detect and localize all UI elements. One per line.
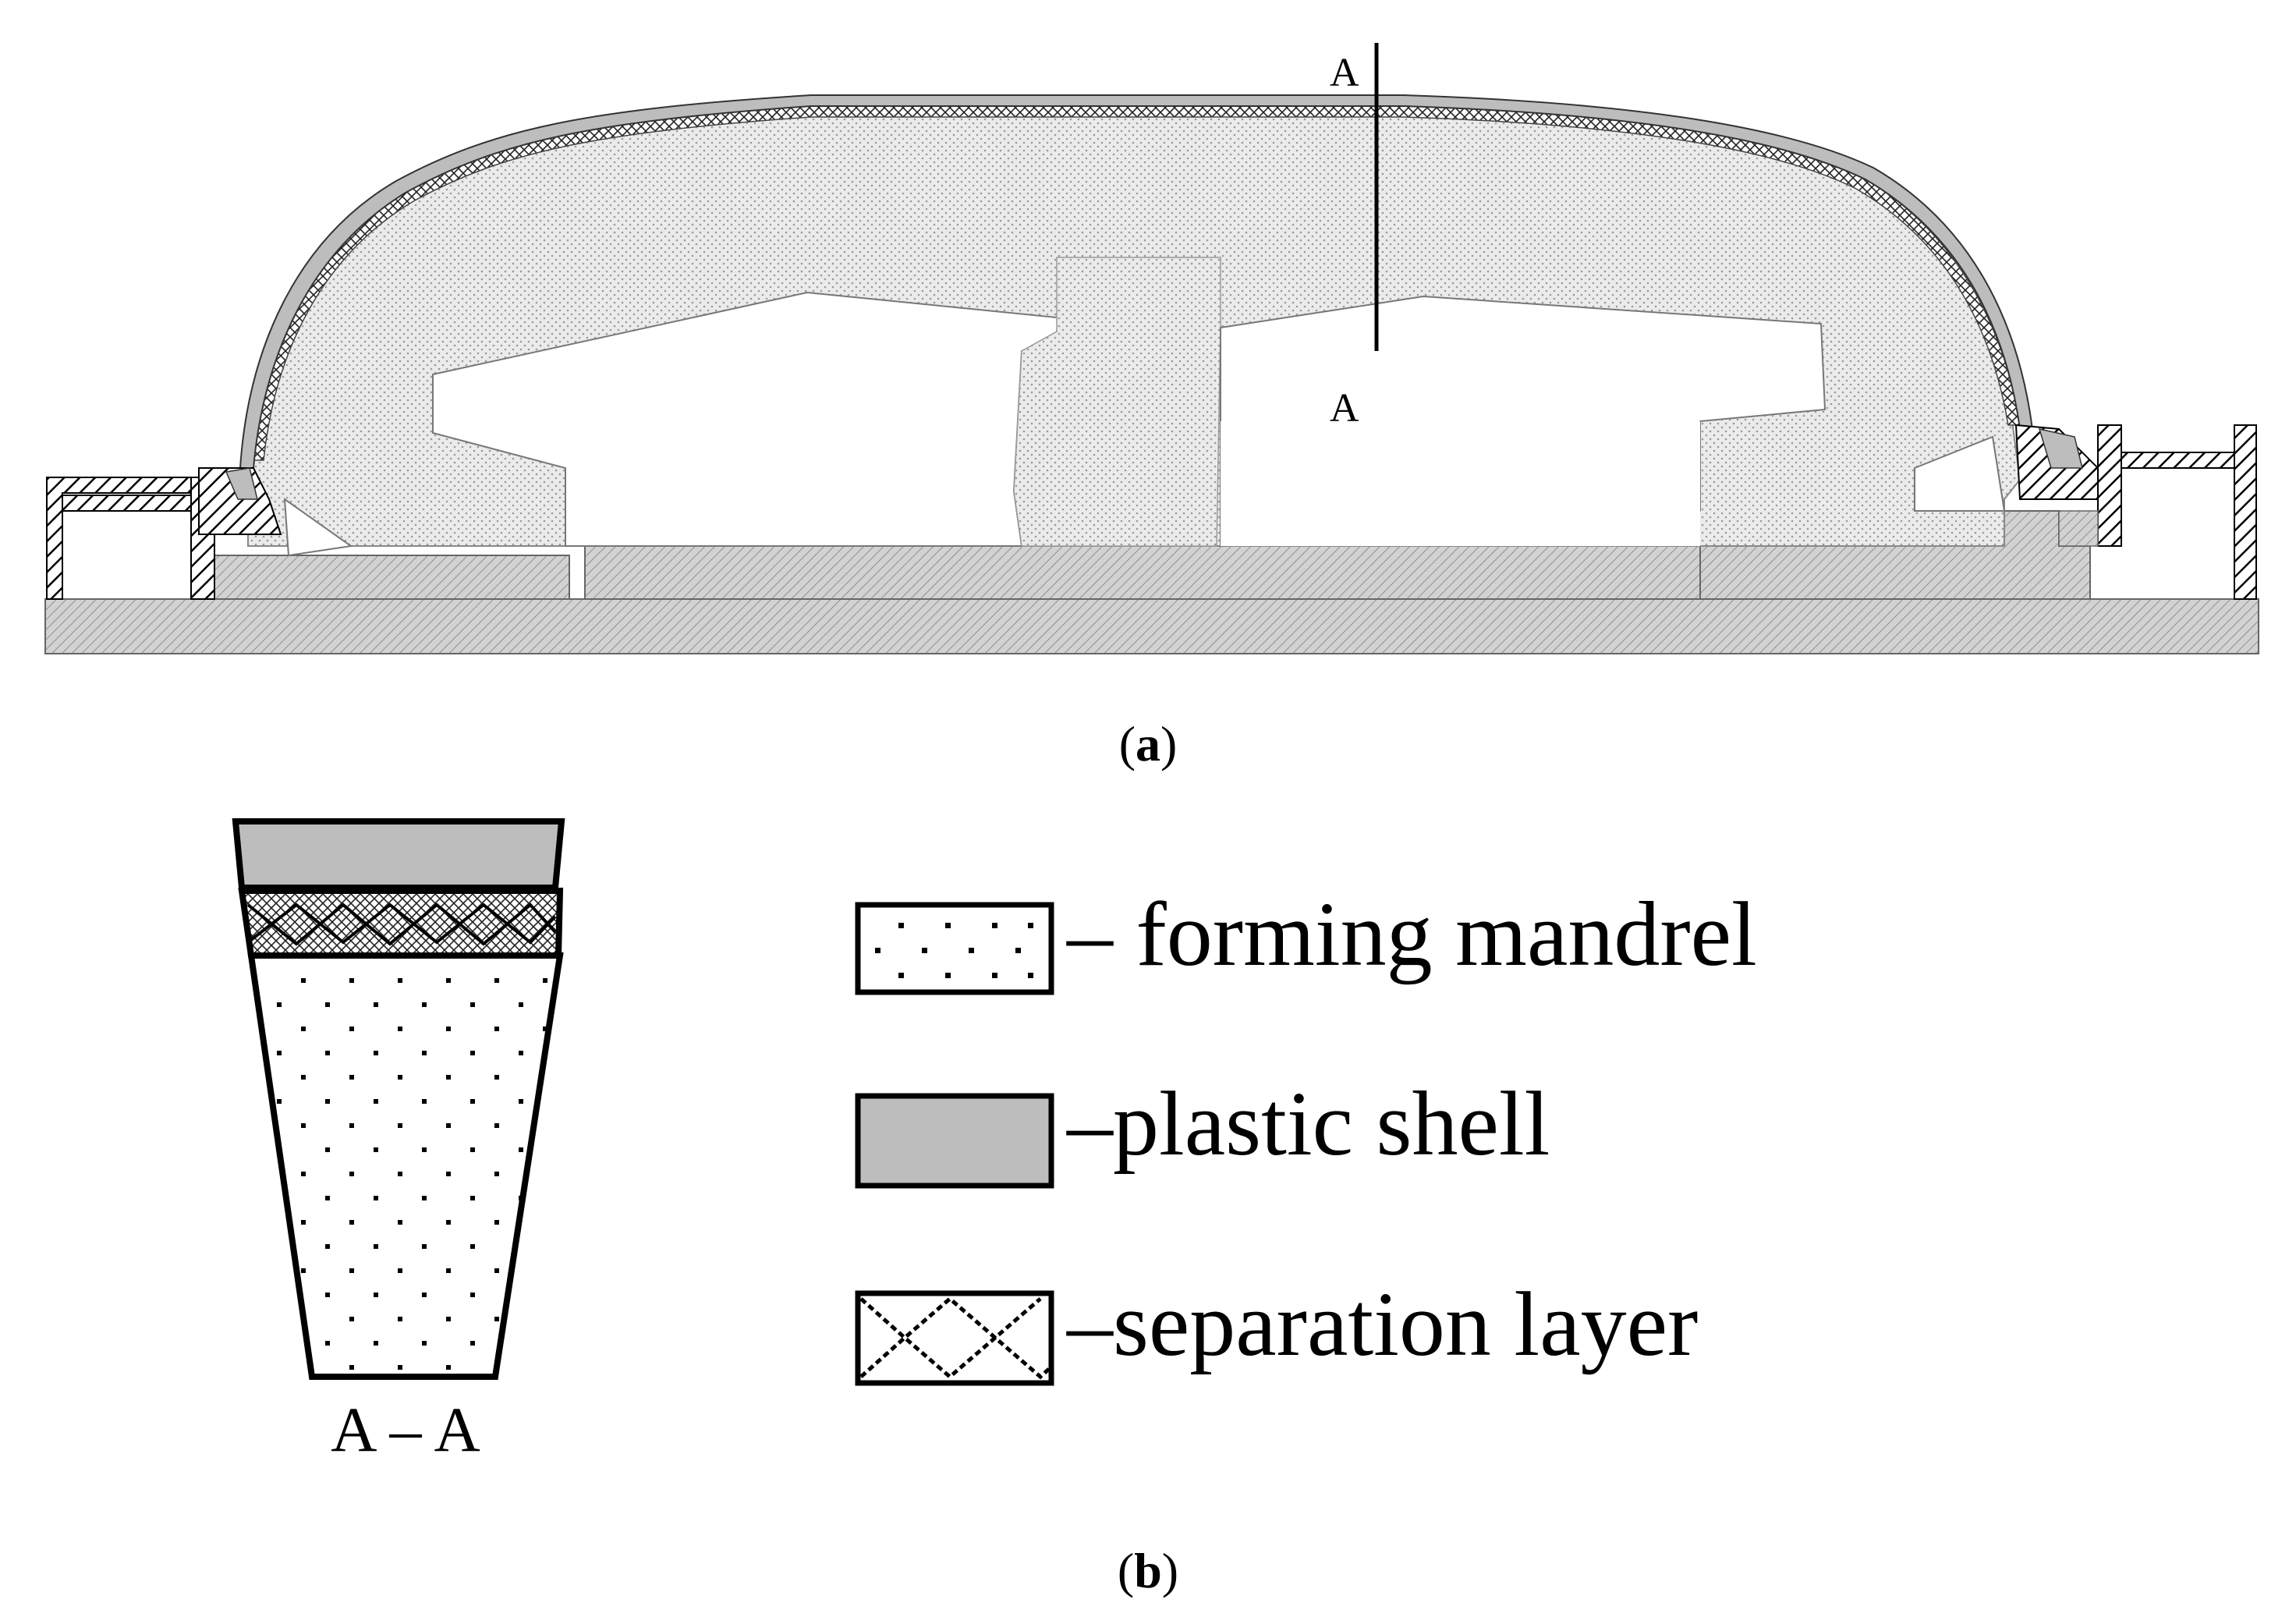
section-plastic-shell <box>232 818 565 891</box>
legend-label-separation-layer: –separation layer <box>1066 1273 1698 1375</box>
section-label-top: A <box>1330 51 1359 95</box>
right-small-cavity <box>1914 435 2006 512</box>
legend-label-plastic-shell: –plastic shell <box>1066 1073 1550 1175</box>
legend-label-forming-mandrel: – forming mandrel <box>1066 883 1757 985</box>
legend-swatch-cross <box>855 1290 1054 1386</box>
caption-a: (a) <box>1119 716 1178 771</box>
left-small-cavity <box>283 497 353 557</box>
section-label-bottom: A <box>1330 386 1359 431</box>
left-flange <box>46 467 282 600</box>
base-plate <box>44 598 2259 654</box>
legend-item-plastic-shell: –plastic shell <box>855 1073 1550 1189</box>
section-a-a-detail: A – A <box>232 818 565 1465</box>
legend: – forming mandrel –plastic shell –separa… <box>855 883 1757 1598</box>
legend-swatch-dots <box>855 902 1054 995</box>
right-flange <box>2014 424 2257 600</box>
section-separation-layer <box>238 888 564 959</box>
right-cavity-lower <box>1221 421 1700 546</box>
legend-item-forming-mandrel: – forming mandrel <box>855 883 1757 995</box>
caption-b: (b) <box>1118 1543 1178 1598</box>
cross-section-diagram: A A (a) <box>44 43 2259 771</box>
section-title: A – A <box>331 1394 480 1465</box>
section-mandrel <box>247 952 564 1380</box>
center-base-block <box>584 545 1701 600</box>
legend-swatch-gray <box>855 1093 1054 1189</box>
legend-item-separation-layer: –separation layer <box>855 1273 1698 1386</box>
center-support <box>1013 257 1221 547</box>
